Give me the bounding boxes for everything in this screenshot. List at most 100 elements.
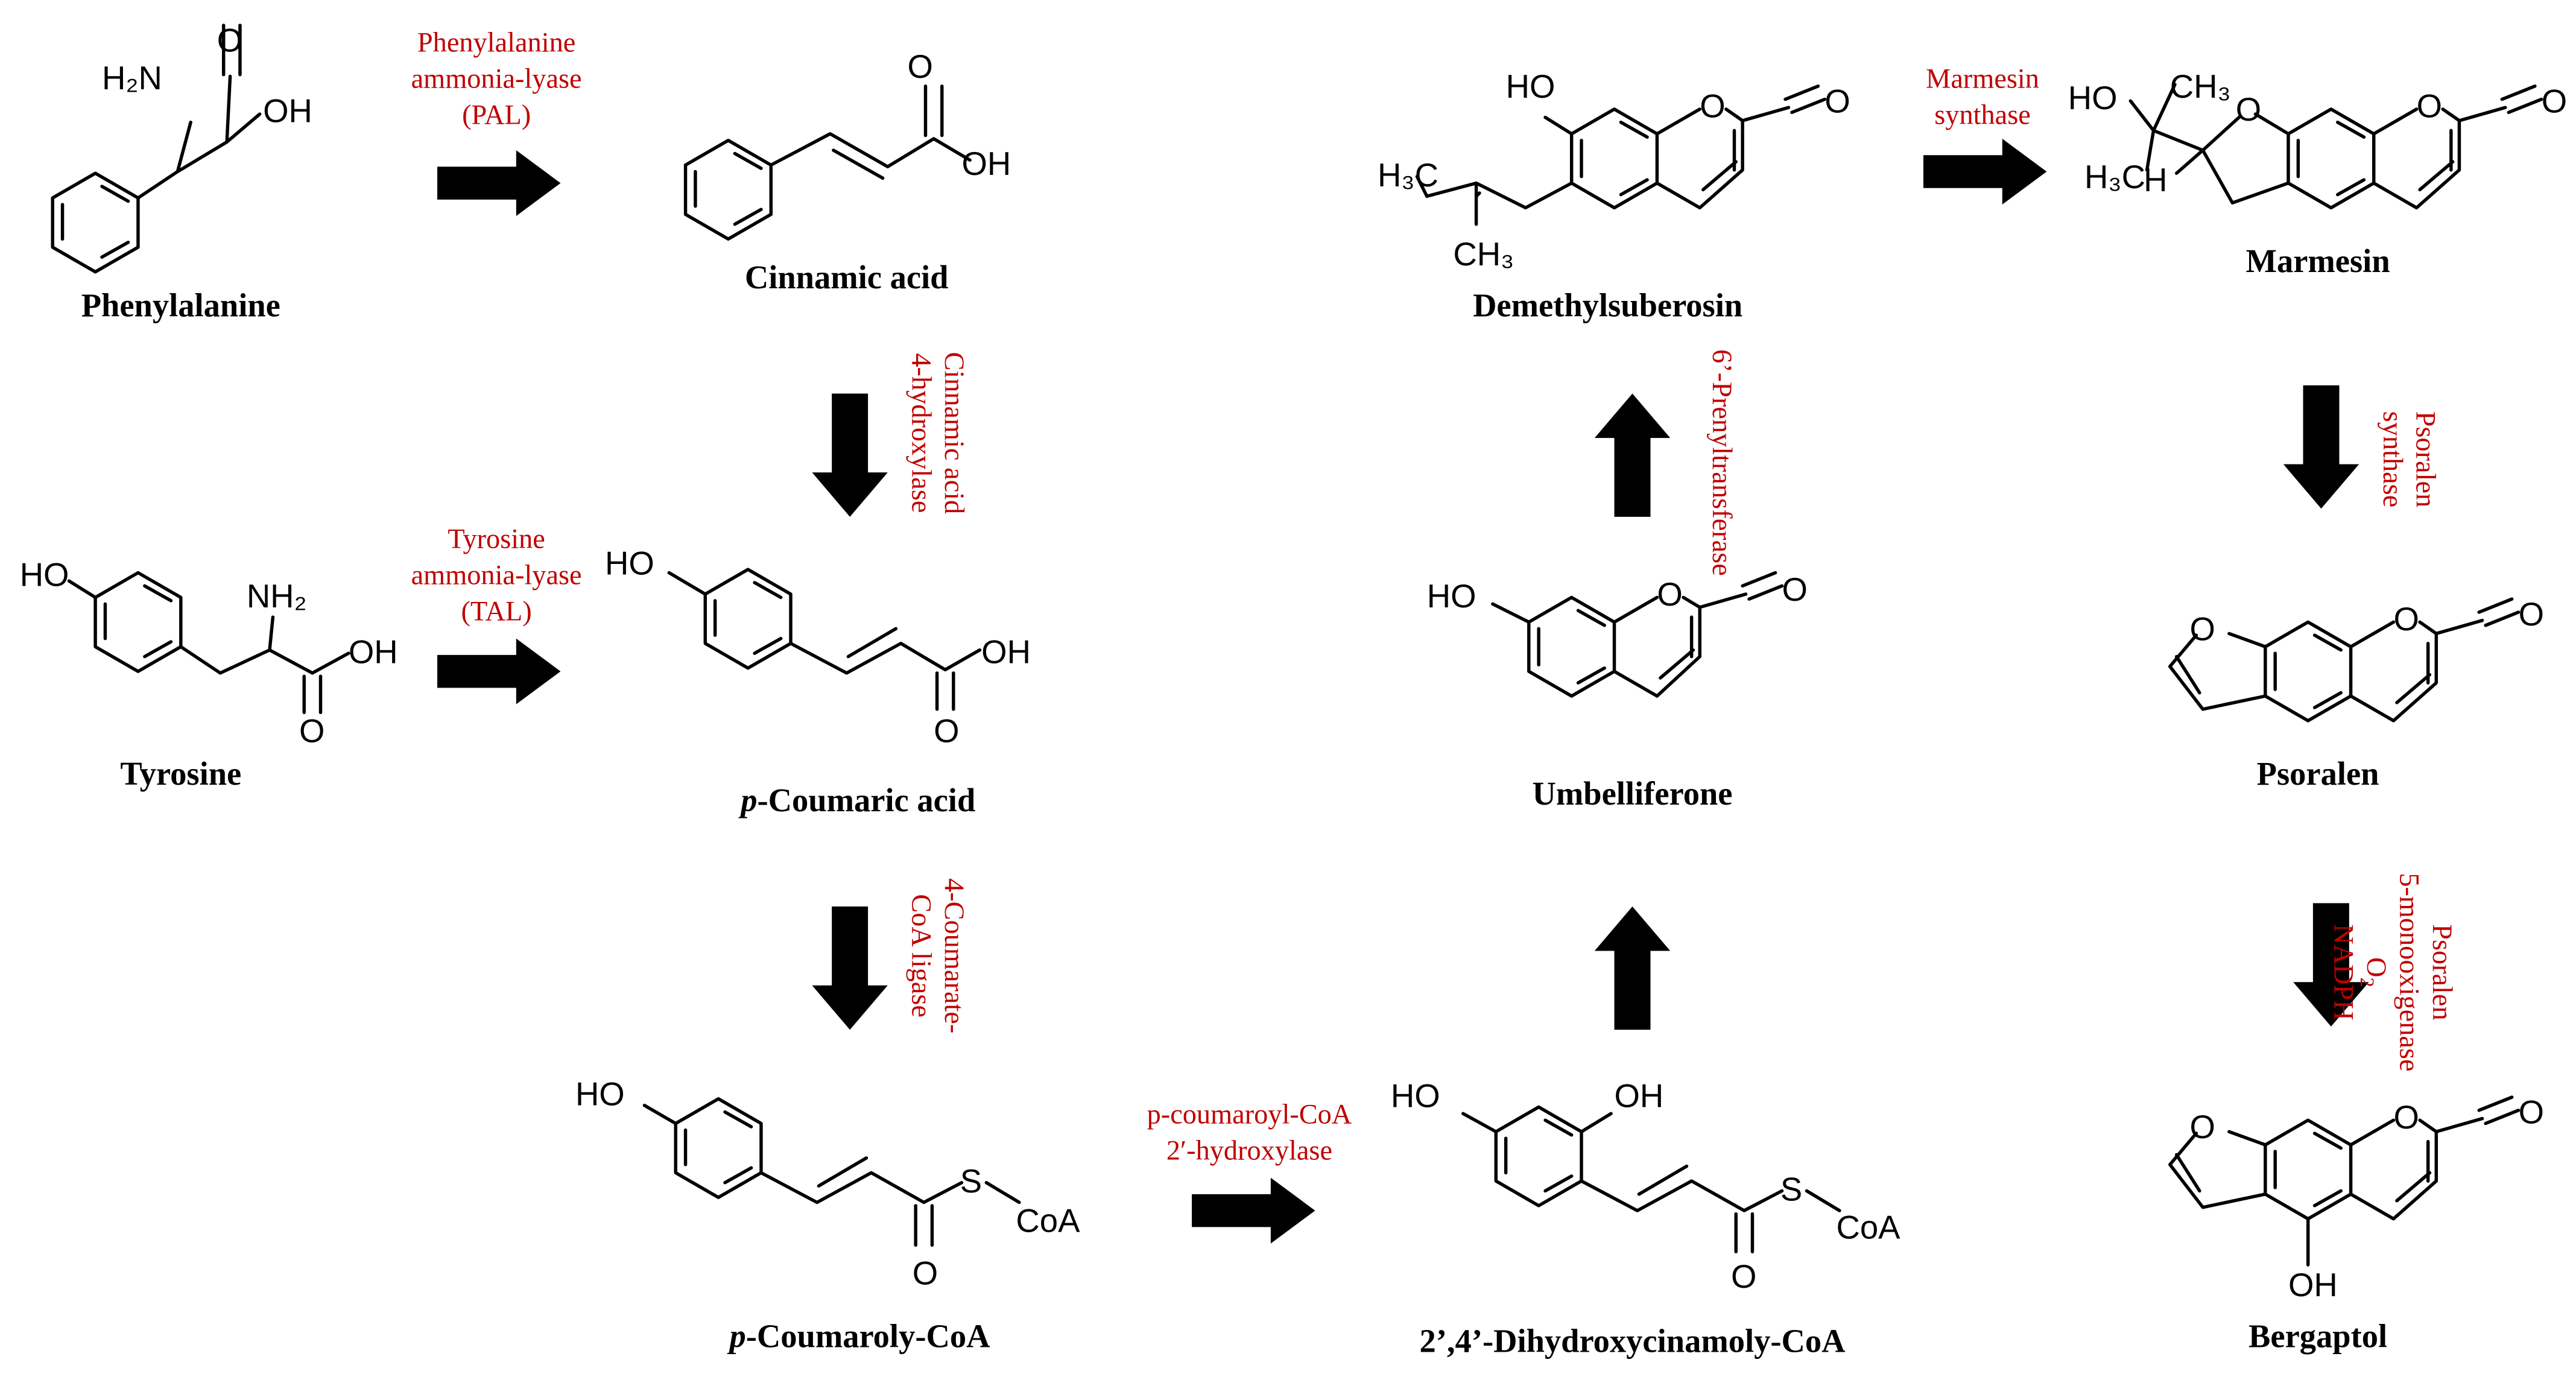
arrow-down-4cl bbox=[812, 906, 888, 1030]
arrow-right-c2h bbox=[1192, 1177, 1315, 1244]
hydroxyl-label: HO bbox=[1427, 578, 1476, 615]
hydroxyl-label: OH bbox=[981, 633, 1031, 670]
ring-o-label: O bbox=[2417, 88, 2442, 125]
compound-name-umbelliferone: Umbelliferone bbox=[1533, 775, 1733, 812]
enzyme-label-prenyltransferase: 6’-Prenyltransferase bbox=[1706, 349, 1737, 576]
enzyme-tal-line1: Tyrosine bbox=[448, 524, 545, 555]
enzyme-label-psoralen-synthase: Psoralen synthase bbox=[2377, 411, 2441, 508]
arrow-down-psoralen-synthase bbox=[2283, 385, 2359, 509]
methyl-lower-label: CH₃ bbox=[1453, 236, 1514, 273]
compound-name-bergaptol: Bergaptol bbox=[2248, 1317, 2387, 1354]
arrow-up-prenylation bbox=[1594, 393, 1671, 517]
enzyme-c4h-line1: Cinnamic acid bbox=[938, 352, 969, 514]
ring-o-label: O bbox=[1700, 88, 1725, 125]
enzyme-psoralen-synthase-line1: Psoralen bbox=[2410, 411, 2441, 508]
carbonyl-o-label: O bbox=[299, 712, 324, 749]
enzyme-label-pal: Phenylalanine ammonia-lyase (PAL) bbox=[411, 28, 582, 131]
enzyme-label-4cl: 4-Coumarate- CoA ligase bbox=[906, 878, 970, 1033]
enzyme-4cl-line1: 4-Coumarate- bbox=[938, 878, 969, 1033]
compound-name-marmesin: Marmesin bbox=[2246, 242, 2390, 279]
carbonyl-o-label: O bbox=[2519, 596, 2544, 633]
coa-label: CoA bbox=[1016, 1203, 1080, 1239]
carbonyl-o-label: O bbox=[1731, 1258, 1756, 1295]
enzyme-p5mo-line1: Psoralen bbox=[2426, 924, 2457, 1021]
furan-o-label: O bbox=[2189, 1109, 2215, 1145]
demethylsuberosin-structure: HO O O H₃C CH₃ bbox=[1378, 68, 1850, 273]
umbelliferone-structure: HO O O bbox=[1427, 571, 1808, 698]
carbonyl-o-label: O bbox=[934, 712, 959, 749]
enzyme-4cl-line2: CoA ligase bbox=[906, 894, 937, 1018]
phenol-oh-label: HO bbox=[20, 556, 69, 593]
oh-4-label: HO bbox=[1391, 1077, 1440, 1114]
amine-label: H₂N bbox=[102, 60, 162, 97]
enzyme-label-p5mo: Psoralen 5-monooxigenase O2 NADPH bbox=[2328, 873, 2457, 1071]
hydroxyl-label: OH bbox=[2288, 1267, 2338, 1303]
compound-name-p-coumaric-acid: p-Coumaric acid bbox=[738, 782, 975, 818]
carbonyl-o-label: O bbox=[217, 22, 242, 59]
methyl-upper-label: CH₃ bbox=[2170, 68, 2231, 105]
thioester-s-label: S bbox=[1780, 1171, 1802, 1208]
arrow-right-tal bbox=[437, 638, 561, 704]
phenylalanine-structure: H₂N O OH bbox=[51, 22, 312, 274]
compound-name-cinnamic-acid: Cinnamic acid bbox=[745, 259, 949, 296]
p-coumaroyl-coa-structure: HO S CoA O bbox=[575, 1076, 1080, 1292]
phenol-oh-label: HO bbox=[575, 1076, 625, 1113]
carbonyl-o-label: O bbox=[913, 1255, 938, 1292]
carbonyl-o-label: O bbox=[2519, 1094, 2544, 1131]
coa-label: CoA bbox=[1836, 1209, 1900, 1246]
methyl-left-label: H₃C bbox=[1378, 157, 1438, 194]
enzyme-label-marmesin-synthase: Marmesin synthase bbox=[1926, 64, 2039, 131]
enzyme-c2h-line2: 2′-hydroxylase bbox=[1166, 1136, 1332, 1167]
thioester-s-label: S bbox=[960, 1163, 982, 1200]
enzyme-pal-line2: ammonia-lyase bbox=[411, 64, 582, 95]
compound-name-dihydroxycinnamoyl-coa: 2’,4’-Dihydroxycinamoly-CoA bbox=[1420, 1323, 1846, 1360]
enzyme-label-c2h: p-coumaroyl-CoA 2′-hydroxylase bbox=[1147, 1100, 1352, 1167]
enzyme-prenyl-line1: 6’-Prenyltransferase bbox=[1706, 349, 1737, 576]
carbonyl-o-label: O bbox=[2542, 83, 2567, 119]
dihydroxycinnamoyl-coa-structure: HO OH S CoA O bbox=[1391, 1077, 1900, 1295]
carbonyl-o-label: O bbox=[1782, 571, 1808, 608]
ring-o-label: O bbox=[2393, 601, 2419, 638]
cofactor-o2: O2 bbox=[2356, 957, 2391, 987]
arrow-right-pal bbox=[437, 150, 561, 217]
cofactor-nadph: NADPH bbox=[2328, 924, 2358, 1021]
enzyme-tal-line3: (TAL) bbox=[461, 597, 532, 627]
compound-name-psoralen: Psoralen bbox=[2257, 755, 2379, 792]
arrow-up-lactonization bbox=[1594, 906, 1671, 1030]
compound-name-demethylsuberosin: Demethylsuberosin bbox=[1473, 287, 1742, 323]
enzyme-c2h-line1: p-coumaroyl-CoA bbox=[1147, 1100, 1352, 1130]
furan-o-label: O bbox=[2236, 91, 2261, 128]
oh-2-label: OH bbox=[1615, 1077, 1664, 1114]
phenol-oh-label: HO bbox=[605, 545, 654, 581]
hydroxyl-label: HO bbox=[1506, 68, 1555, 105]
enzyme-marmesin-synthase-line2: synthase bbox=[1934, 100, 2031, 130]
tyrosine-structure: HO NH₂ OH O bbox=[20, 556, 398, 749]
compound-name-tyrosine: Tyrosine bbox=[120, 755, 241, 792]
ring-o-label: O bbox=[1657, 576, 1682, 613]
carbonyl-o-label: O bbox=[908, 48, 933, 85]
cinnamic-acid-structure: O OH bbox=[683, 48, 1011, 241]
enzyme-pal-line3: (PAL) bbox=[462, 100, 531, 130]
enzyme-label-c4h: Cinnamic acid 4-hydroxylase bbox=[906, 352, 970, 514]
hydroxyl-label: OH bbox=[263, 93, 312, 130]
enzyme-pal-line1: Phenylalanine bbox=[417, 28, 575, 59]
bergaptol-structure: O O O OH bbox=[2168, 1094, 2544, 1303]
hydroxyl-label: OH bbox=[961, 145, 1011, 182]
arrow-right-marmesin-synthase bbox=[1923, 139, 2047, 205]
enzyme-p5mo-line2: 5-monooxigenase bbox=[2393, 873, 2424, 1071]
compound-name-p-coumaroyl-coa: p-Coumaroly-CoA bbox=[727, 1317, 990, 1354]
p-coumaric-acid-structure: HO OH O bbox=[605, 545, 1031, 749]
enzyme-tal-line2: ammonia-lyase bbox=[411, 560, 582, 591]
enzyme-label-tal: Tyrosine ammonia-lyase (TAL) bbox=[411, 524, 582, 627]
enzyme-c4h-line2: 4-hydroxylase bbox=[906, 353, 937, 513]
compound-name-phenylalanine: Phenylalanine bbox=[81, 287, 280, 323]
arrow-down-c4h bbox=[812, 393, 888, 517]
stereo-h-label: H bbox=[2144, 162, 2167, 198]
amine-label: NH₂ bbox=[247, 578, 307, 615]
enzyme-psoralen-synthase-line2: synthase bbox=[2377, 411, 2408, 508]
ring-o-label: O bbox=[2393, 1099, 2419, 1136]
carbonyl-o-label: O bbox=[1824, 83, 1850, 119]
enzyme-marmesin-synthase-line1: Marmesin bbox=[1926, 64, 2039, 95]
marmesin-structure: HO CH₃ H₃C H O O O bbox=[2068, 68, 2567, 210]
